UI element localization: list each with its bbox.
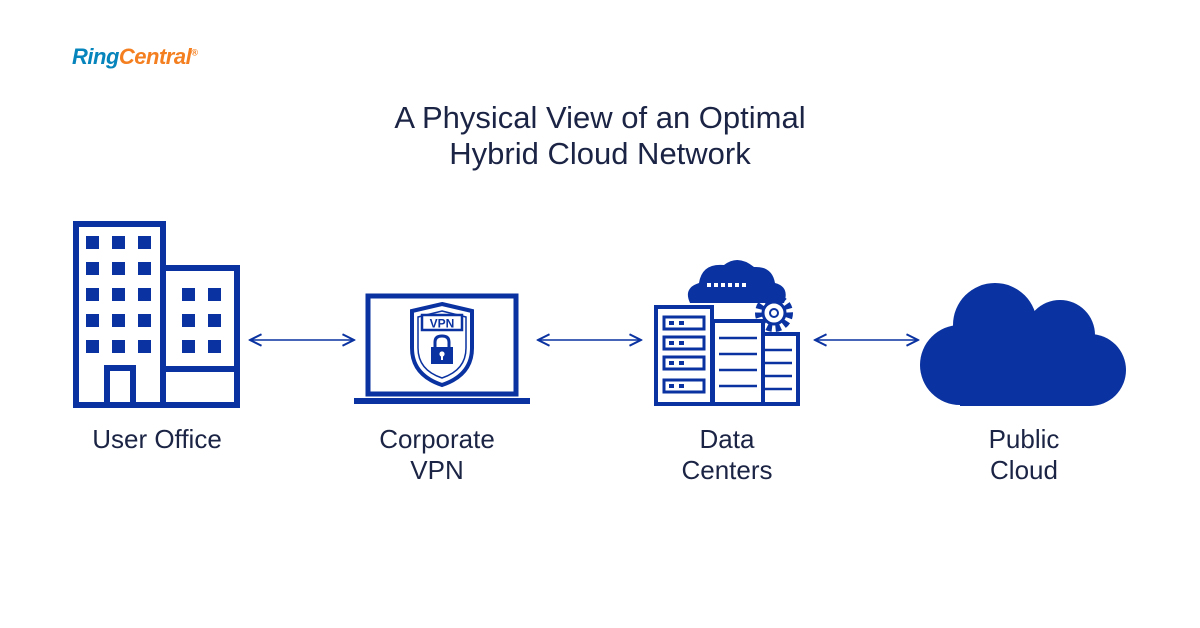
public-cloud-icon (920, 283, 1126, 406)
vpn-laptop-icon: VPN (354, 293, 530, 404)
label-user-office-line-1: User Office (92, 424, 222, 454)
logo-central-text: Central (118, 44, 192, 69)
label-public-cloud: Public Cloud (914, 424, 1134, 486)
label-corporate-vpn-line-2: VPN (410, 455, 464, 485)
vpn-badge-text: VPN (430, 317, 455, 331)
ringcentral-logo: RingCentral® (72, 44, 198, 70)
label-user-office: User Office (47, 424, 267, 455)
label-data-centers: Data Centers (617, 424, 837, 486)
title-line-2: Hybrid Cloud Network (449, 136, 751, 171)
label-corporate-vpn: Corporate VPN (327, 424, 547, 486)
logo-registered-mark: ® (191, 47, 198, 58)
logo-ring-text: Ring (72, 44, 119, 69)
diagram-title: A Physical View of an Optimal Hybrid Clo… (0, 100, 1200, 172)
title-line-1: A Physical View of an Optimal (394, 100, 806, 135)
label-public-cloud-line-2: Cloud (990, 455, 1058, 485)
label-public-cloud-line-1: Public (988, 424, 1060, 454)
label-corporate-vpn-line-1: Corporate (379, 424, 495, 454)
data-center-icon (654, 259, 800, 406)
label-data-centers-line-2: Centers (681, 455, 773, 485)
office-building-icon (73, 221, 240, 408)
label-data-centers-line-1: Data (699, 424, 755, 454)
